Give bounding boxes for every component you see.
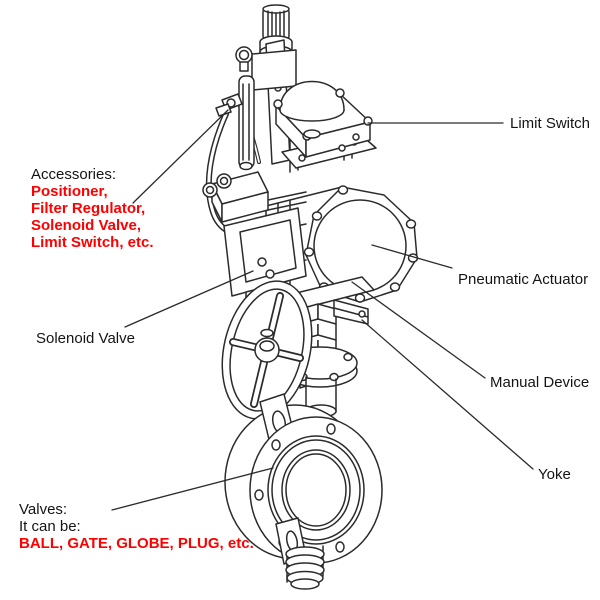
callout-solenoid-valve: Solenoid Valve — [36, 330, 135, 347]
valves-types: BALL, GATE, GLOBE, PLUG, etc. — [19, 535, 254, 552]
accessories-heading: Accessories: — [31, 166, 117, 183]
accessories-item: Solenoid Valve, — [31, 217, 142, 234]
valves-heading: Valves: — [19, 501, 68, 518]
callout-pneumatic-actuator: Pneumatic Actuator — [458, 271, 589, 288]
callout-manual-device: Manual Device — [490, 374, 590, 391]
butterfly-valve-body — [225, 394, 382, 589]
accessories-item: Limit Switch, etc. — [31, 234, 154, 251]
limit-switch-box — [274, 82, 372, 158]
accessories-item: Positioner, — [31, 183, 108, 200]
leader-line-solenoid-valve — [125, 271, 253, 327]
valve-bottom-stem — [286, 546, 324, 589]
accessories-note: Accessories: Positioner, Filter Regulato… — [31, 166, 154, 251]
accessories-item: Filter Regulator, — [31, 200, 146, 217]
filter-regulator — [216, 5, 296, 170]
leader-line-manual-device — [352, 282, 485, 378]
manual-device-housing — [334, 300, 368, 324]
leader-line-pneumatic-actuator — [372, 245, 452, 268]
handwheel-spokes — [233, 296, 300, 404]
callout-limit-switch: Limit Switch — [510, 115, 591, 132]
leader-line-valves — [112, 468, 273, 510]
handwheel — [209, 272, 324, 428]
solenoid-valve-body — [203, 172, 306, 304]
valves-subheading: It can be: — [19, 518, 81, 535]
callout-yoke: Yoke — [538, 466, 571, 483]
leader-line-accessories — [133, 110, 228, 203]
leader-line-yoke — [362, 320, 533, 469]
leader-lines — [112, 110, 533, 510]
valves-note: Valves: It can be: BALL, GATE, GLOBE, PL… — [19, 501, 254, 552]
